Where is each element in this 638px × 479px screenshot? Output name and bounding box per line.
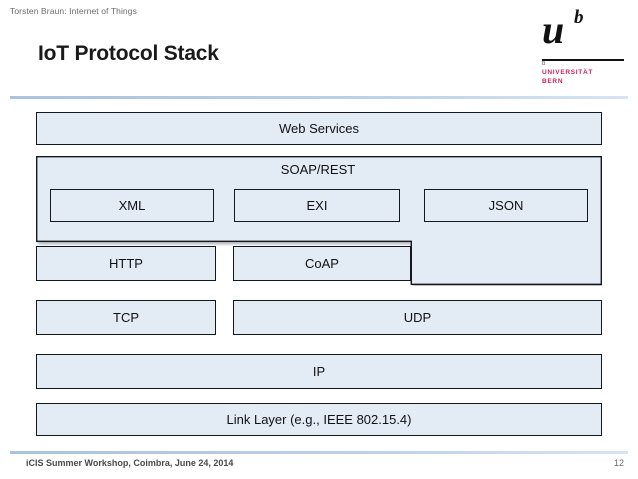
logo-superscript-b: b [574,7,584,28]
layer-http: HTTP [36,246,216,281]
header-divider [10,96,628,99]
logo-divider-line [542,59,624,61]
layer-ip-label: IP [312,364,326,379]
layer-exi-label: EXI [306,198,328,213]
footer-event-text: iCIS Summer Workshop, Coimbra, June 24, … [26,458,234,468]
layer-udp-label: UDP [403,310,432,325]
layer-coap-label: CoAP [305,256,339,271]
layer-http-label: HTTP [109,256,143,271]
footer-page-number: 12 [613,458,624,468]
layer-tcp-label: TCP [113,310,139,325]
logo-wordmark-line2: BERN [542,77,564,85]
layer-web-services-label: Web Services [279,121,359,136]
layer-json: JSON [424,189,588,222]
layer-link-layer: Link Layer (e.g., IEEE 802.15.4) [36,403,602,436]
page-title: IoT Protocol Stack [38,42,219,65]
logo-letter-u: u [542,7,565,52]
logo-small-b: b [542,61,546,67]
layer-link-layer-label: Link Layer (e.g., IEEE 802.15.4) [226,412,412,427]
layer-tcp: TCP [36,300,216,335]
layer-json-label: JSON [488,198,524,213]
footer-divider [10,451,628,454]
layer-udp: UDP [233,300,602,335]
layer-ip: IP [36,354,602,389]
layer-exi: EXI [234,189,400,222]
header-note: Torsten Braun: Internet of Things [10,6,137,16]
layer-web-services: Web Services [36,112,602,145]
layer-coap: CoAP [233,246,411,281]
layer-xml-label: XML [118,198,146,213]
layer-xml: XML [50,189,214,222]
logo-wordmark-line1: UNIVERSITÄT [542,69,594,76]
